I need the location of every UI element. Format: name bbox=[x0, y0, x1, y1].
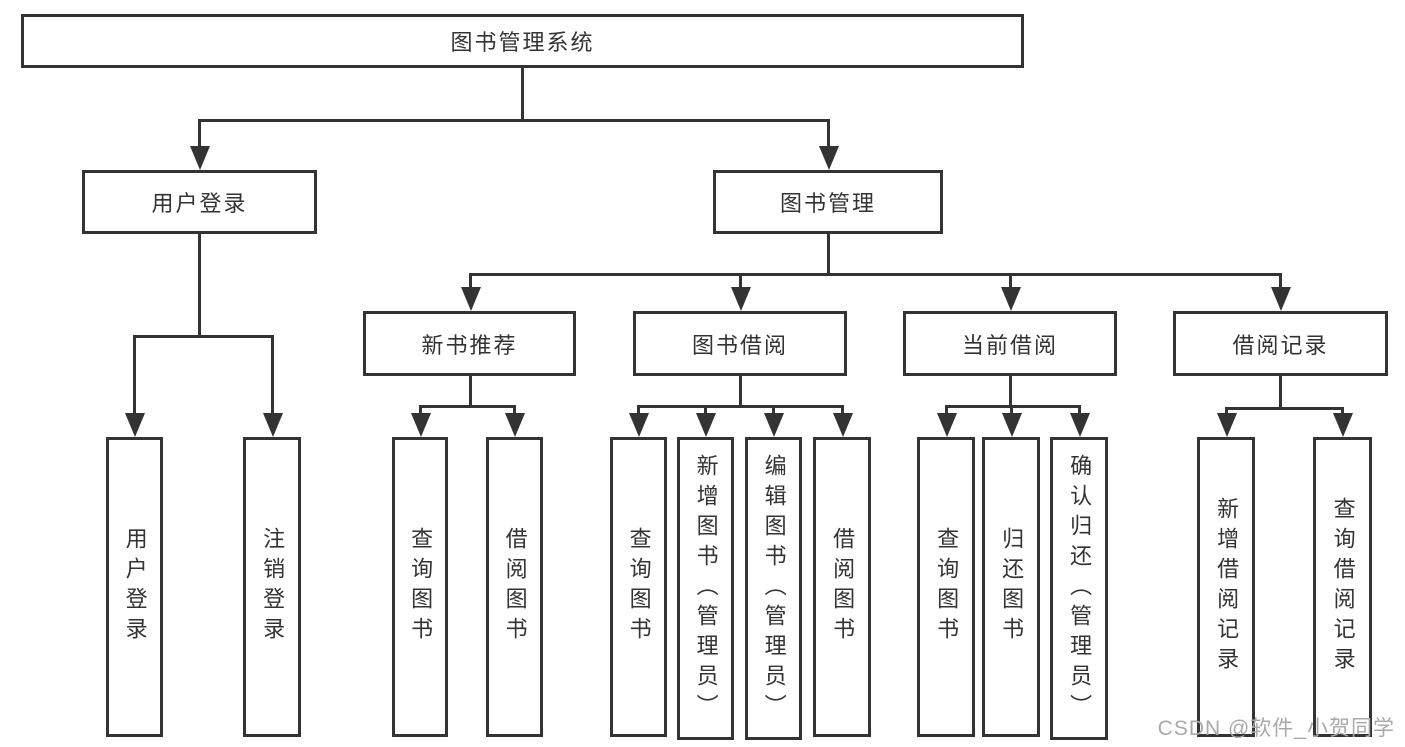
node-new-book-recommend-label: 新书推荐 bbox=[421, 332, 518, 358]
connector-rail-user-login bbox=[133, 335, 274, 338]
node-borrow-records: 借阅记录 bbox=[1173, 311, 1388, 376]
leaf-current-query-books-label: 查询图书 bbox=[934, 527, 960, 647]
leaf-current-confirm-return-admin: 确认归还（管理员） bbox=[1050, 437, 1108, 740]
node-user-login: 用户登录 bbox=[82, 170, 317, 234]
arrow-down-to-leaf-br-query bbox=[1332, 407, 1353, 437]
node-current-borrow: 当前借阅 bbox=[903, 311, 1117, 376]
connector-rail-book-borrow bbox=[637, 405, 844, 408]
arrow-down-to-leaf-bb-add bbox=[695, 405, 716, 437]
connector-line-current-borrow-stub bbox=[1009, 376, 1012, 406]
leaf-borrow-borrow-books-label: 借阅图书 bbox=[830, 527, 856, 647]
connector-line-root-stub bbox=[521, 68, 524, 120]
leaf-borrow-add-books-admin: 新增图书（管理员） bbox=[677, 437, 734, 740]
leaf-borrow-query-books-label: 查询图书 bbox=[626, 527, 652, 647]
arrow-down-to-leaf-bb-edit bbox=[763, 405, 784, 437]
arrow-down-to-user-login bbox=[189, 119, 210, 170]
node-book-borrow-label: 图书借阅 bbox=[691, 332, 788, 358]
arrow-down-to-leaf-bb-borrow bbox=[832, 405, 853, 437]
arrow-down-to-leaf-nb-query bbox=[410, 405, 431, 437]
node-borrow-records-label: 借阅记录 bbox=[1232, 332, 1329, 358]
node-new-book-recommend: 新书推荐 bbox=[363, 311, 576, 376]
node-current-borrow-label: 当前借阅 bbox=[961, 332, 1058, 358]
connector-rail-new-book bbox=[419, 405, 516, 408]
csdn-watermark: CSDN @软件_小贺同学 bbox=[1157, 717, 1395, 740]
connector-rail-level2 bbox=[469, 273, 1281, 276]
leaf-borrow-edit-books-admin: 编辑图书（管理员） bbox=[745, 437, 802, 740]
connector-rail-level1 bbox=[198, 119, 830, 122]
arrow-down-to-leaf-cb-confirm bbox=[1069, 405, 1090, 437]
arrow-down-to-leaf-br-add bbox=[1216, 407, 1237, 437]
connector-rail-borrow-records bbox=[1225, 407, 1344, 410]
arrow-down-to-leaf-login bbox=[124, 335, 145, 437]
leaf-records-query-record-label: 查询借阅记录 bbox=[1330, 497, 1356, 677]
arrow-down-to-leaf-bb-query bbox=[628, 405, 649, 437]
leaf-records-add-record-label: 新增借阅记录 bbox=[1214, 497, 1240, 677]
node-user-login-label: 用户登录 bbox=[151, 191, 248, 216]
arrow-down-to-book-borrow bbox=[730, 273, 751, 311]
node-root-label: 图书管理系统 bbox=[450, 30, 595, 55]
leaf-newbook-query-books-label: 查询图书 bbox=[408, 527, 434, 647]
arrow-down-to-current-borrow bbox=[1000, 273, 1021, 311]
leaf-current-return-books-label: 归还图书 bbox=[999, 527, 1025, 647]
leaf-records-add-record: 新增借阅记录 bbox=[1197, 437, 1255, 737]
connector-line-new-book-stub bbox=[469, 376, 472, 406]
connector-line-borrow-records-stub bbox=[1279, 376, 1282, 408]
node-book-management: 图书管理 bbox=[713, 170, 943, 234]
node-book-management-label: 图书管理 bbox=[779, 191, 876, 216]
arrow-down-to-leaf-nb-borrow bbox=[504, 405, 525, 437]
leaf-borrow-add-books-admin-label: 新增图书（管理员） bbox=[693, 453, 719, 724]
arrow-down-to-book-mgmt bbox=[818, 119, 839, 170]
connector-line-user-login-stub bbox=[198, 234, 201, 336]
leaf-user-login: 用户登录 bbox=[106, 437, 163, 737]
connector-line-book-borrow-stub bbox=[739, 376, 742, 406]
leaf-newbook-borrow-books: 借阅图书 bbox=[486, 437, 543, 737]
leaf-borrow-borrow-books: 借阅图书 bbox=[813, 437, 871, 737]
leaf-current-confirm-return-admin-label: 确认归还（管理员） bbox=[1067, 453, 1093, 724]
leaf-borrow-edit-books-admin-label: 编辑图书（管理员） bbox=[761, 453, 787, 724]
connector-line-book-mgmt-stub bbox=[827, 234, 830, 274]
arrow-down-to-new-book bbox=[460, 273, 481, 311]
node-root-system: 图书管理系统 bbox=[21, 14, 1024, 68]
leaf-current-return-books: 归还图书 bbox=[982, 437, 1040, 737]
arrow-down-to-borrow-records bbox=[1270, 273, 1291, 311]
leaf-newbook-query-books: 查询图书 bbox=[392, 437, 448, 737]
leaf-current-query-books: 查询图书 bbox=[917, 437, 975, 737]
arrow-down-to-leaf-cb-return bbox=[1001, 405, 1022, 437]
leaf-borrow-query-books: 查询图书 bbox=[610, 437, 667, 737]
leaf-user-login-label: 用户登录 bbox=[122, 527, 148, 647]
arrow-down-to-leaf-logout bbox=[262, 335, 283, 437]
node-book-borrow: 图书借阅 bbox=[633, 311, 847, 376]
leaf-records-query-record: 查询借阅记录 bbox=[1313, 437, 1372, 737]
arrow-down-to-leaf-cb-query bbox=[936, 405, 957, 437]
leaf-newbook-borrow-books-label: 借阅图书 bbox=[502, 527, 528, 647]
leaf-logout: 注销登录 bbox=[243, 437, 301, 737]
leaf-logout-label: 注销登录 bbox=[260, 527, 286, 647]
